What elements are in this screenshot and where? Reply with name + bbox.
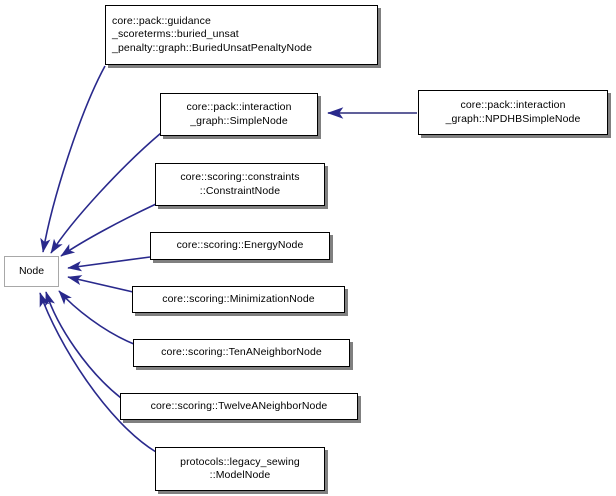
class-box-model-node[interactable]: protocols::legacy_sewing::ModelNode <box>155 447 325 491</box>
class-label-simple-node-line-2: _graph::SimpleNode <box>190 114 288 127</box>
edge-buried-unsat-penalty-node-to-node <box>40 65 106 253</box>
class-label-node: Node <box>18 264 45 277</box>
class-label-constraint-node-line-2: ::ConstraintNode <box>199 184 281 197</box>
edge-twelve-a-neighbor-node-to-node <box>45 291 122 399</box>
edge-energy-node-to-node <box>67 256 151 272</box>
edge-minimization-node-to-node <box>67 275 134 293</box>
class-label-model-node-line-2: ::ModelNode <box>209 469 271 481</box>
class-label-buried-unsat-penalty-node-line-1: core::pack::guidance <box>112 14 211 27</box>
edge-model-node-to-node <box>39 292 157 453</box>
class-box-twelve-a-neighbor-node[interactable]: core::scoring::TwelveANeighborNode <box>120 393 358 420</box>
class-label-model-node-line-1: protocols::legacy_sewing <box>180 455 300 468</box>
class-box-ten-a-neighbor-node[interactable]: core::scoring::TenANeighborNode <box>133 339 350 367</box>
class-label-simple-node-line-1: core::pack::interaction <box>186 101 292 113</box>
class-box-simple-node[interactable]: core::pack::interaction_graph::SimpleNod… <box>160 93 318 136</box>
class-box-constraint-node[interactable]: core::scoring::constraints::ConstraintNo… <box>155 163 325 206</box>
class-label-constraint-node-line-1: core::scoring::constraints <box>180 171 300 183</box>
class-label-buried-unsat-penalty-node-line-2: _scoreterms::buried_unsat <box>112 28 239 41</box>
class-label-npdhb-simple-node-line-2: _graph::NPDHBSimpleNode <box>445 112 581 125</box>
class-box-node[interactable]: Node <box>4 256 59 287</box>
class-label-energy-node-line-1: core::scoring::EnergyNode <box>176 239 304 252</box>
edge-ten-a-neighbor-node-to-node <box>58 290 135 345</box>
class-label-buried-unsat-penalty-node-line-3: _penalty::graph::BuriedUnsatPenaltyNode <box>112 41 313 54</box>
class-box-energy-node[interactable]: core::scoring::EnergyNode <box>150 232 330 260</box>
class-box-npdhb-simple-node[interactable]: core::pack::interaction_graph::NPDHBSimp… <box>418 90 608 135</box>
class-box-minimization-node[interactable]: core::scoring::MinimizationNode <box>132 286 345 313</box>
class-label-minimization-node-line-1: core::scoring::MinimizationNode <box>162 292 315 305</box>
edge-constraint-node-to-node <box>60 203 157 257</box>
class-label-npdhb-simple-node-line-1: core::pack::interaction <box>460 99 566 111</box>
class-label-ten-a-neighbor-node-line-1: core::scoring::TenANeighborNode <box>161 346 322 359</box>
class-box-buried-unsat-penalty-node[interactable]: core::pack::guidance_scoreterms::buried_… <box>105 5 378 65</box>
edge-simple-node-to-node <box>50 132 162 254</box>
class-label-twelve-a-neighbor-node-line-1: core::scoring::TwelveANeighborNode <box>150 399 328 412</box>
